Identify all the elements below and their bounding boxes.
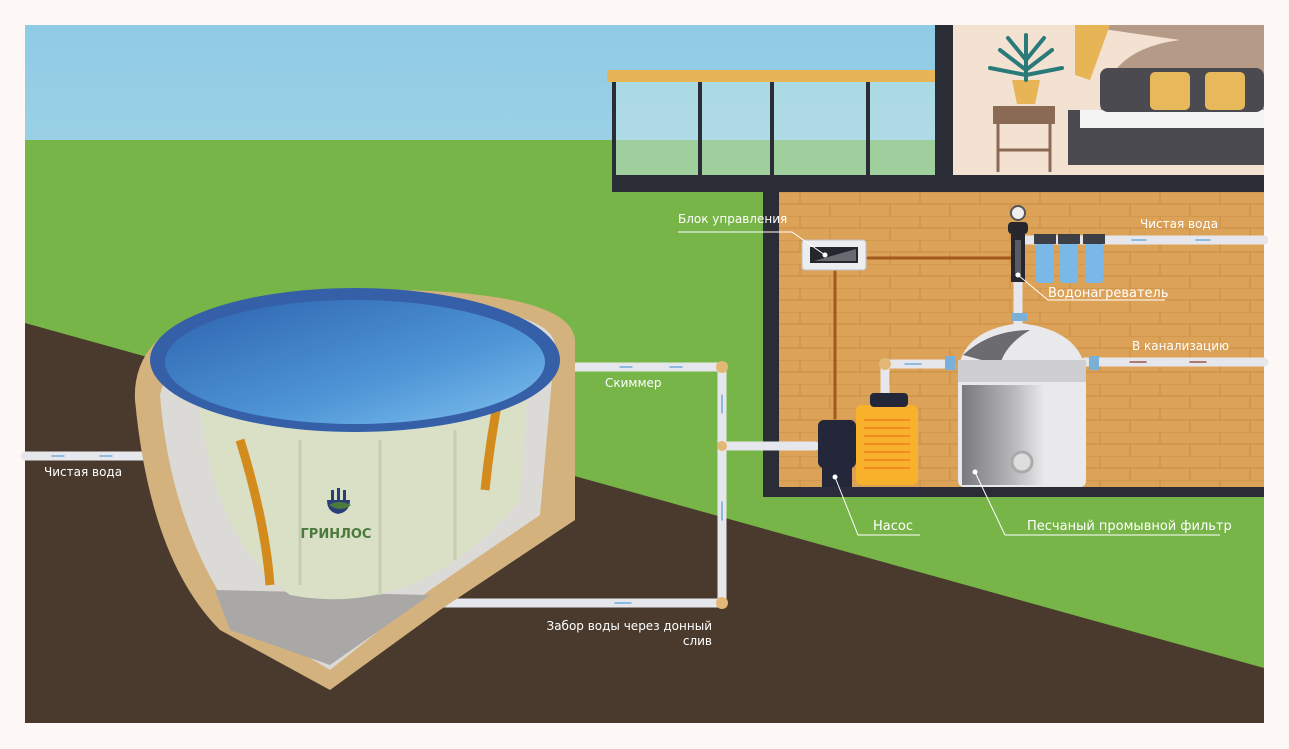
pool: ГРИНЛОС [134,288,575,690]
label-bottom-drain-1: Забор воды через донный [547,619,713,633]
callout-lines [678,231,1220,536]
sand-filter [945,323,1099,487]
water-heater [1008,205,1028,321]
label-control-unit: Блок управления [678,212,787,226]
logo-text: ГРИНЛОС [301,527,372,542]
brand-logo: ГРИНЛОС [301,488,372,542]
label-bottom-drain-2: слив [683,634,712,648]
label-sewer: В канализацию [1132,339,1229,353]
pressure-gauge-icon [1010,205,1026,221]
pool-water [165,300,545,424]
cartridge-filters [1034,234,1105,283]
plant-pot-icon [1012,80,1040,104]
label-clean-water-right: Чистая вода [1140,217,1218,231]
plant-icon [988,33,1064,82]
label-water-heater: Водонагреватель [1048,286,1169,301]
label-pump: Насос [873,519,913,534]
label-sand-filter: Песчаный промывной фильтр [1027,519,1232,534]
pipes [20,235,1269,609]
control-wires [833,256,1012,420]
skimmer-pipe [435,362,727,608]
label-clean-water-left: Чистая вода [44,465,122,479]
control-unit [801,239,867,271]
side-table [993,106,1055,124]
label-skimmer: Скиммер [605,376,662,390]
